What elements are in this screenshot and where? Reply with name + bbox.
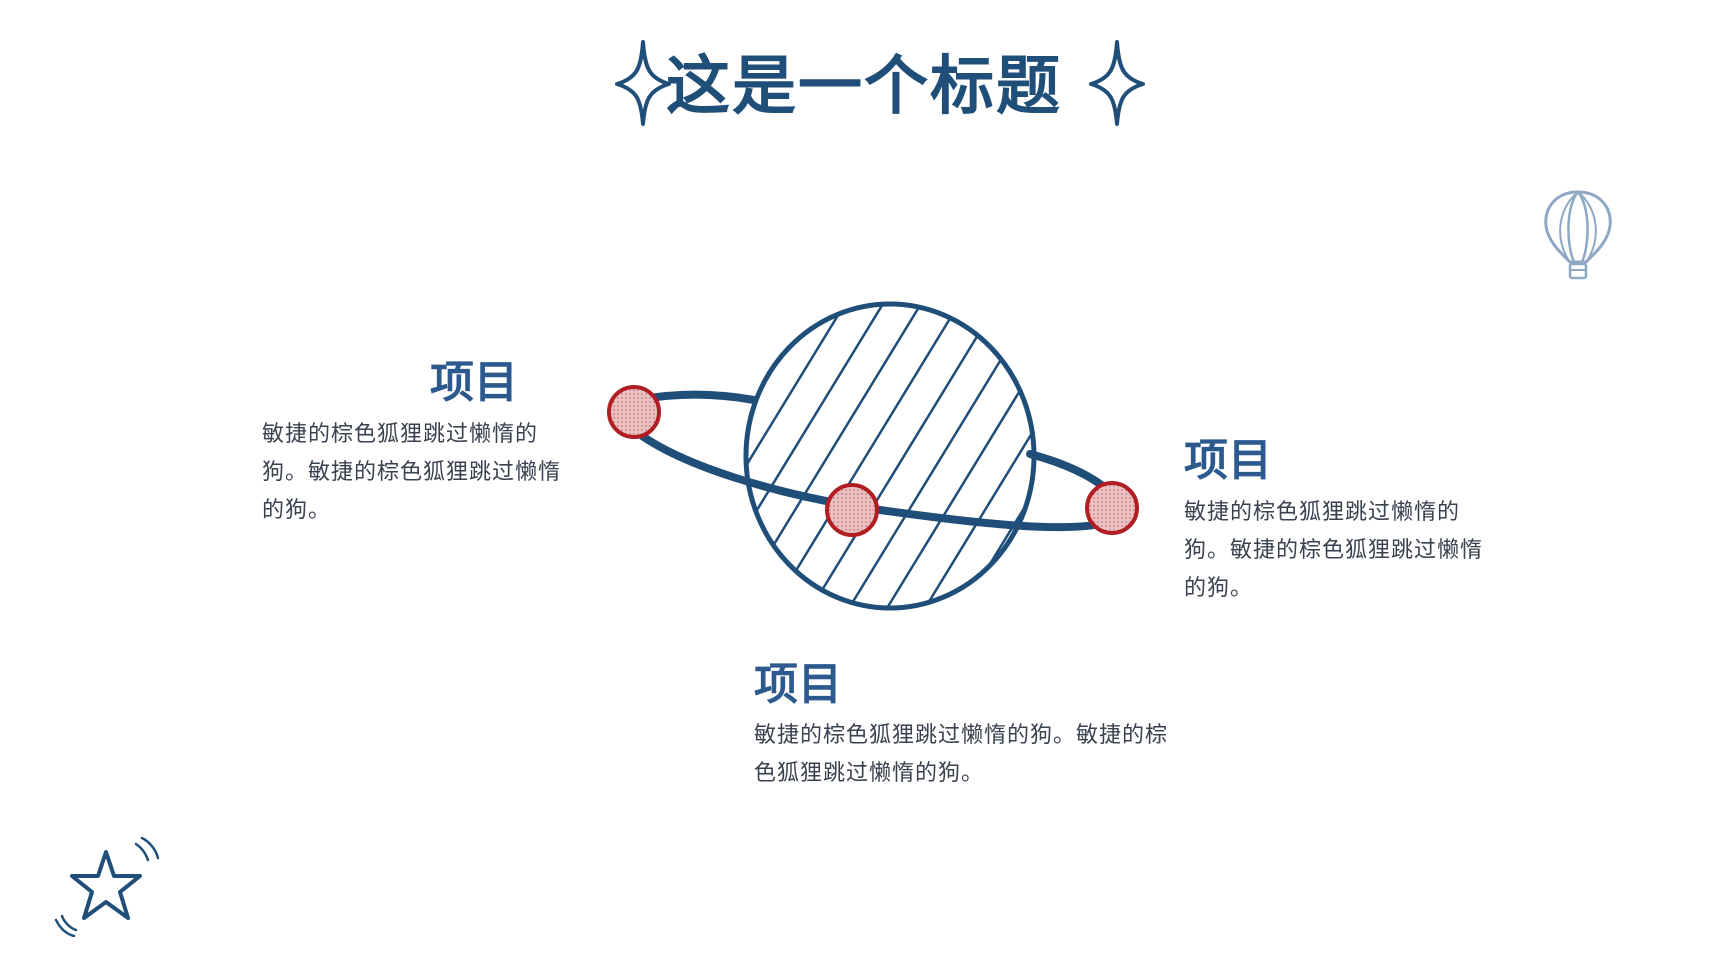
item-heading-right: 项目 bbox=[1184, 435, 1272, 486]
moon-right bbox=[1085, 481, 1139, 535]
star-icon bbox=[54, 836, 160, 937]
planet-illustration bbox=[607, 301, 1139, 611]
moon-left bbox=[607, 385, 661, 439]
page-title: 这是一个标题 bbox=[666, 50, 1062, 124]
planet-hatching bbox=[746, 304, 1034, 608]
item-heading-bottom: 项目 bbox=[754, 659, 842, 710]
sparkle-icon bbox=[1089, 40, 1145, 126]
item-body-right: 敏捷的棕色狐狸跳过懒惰的狗。敏捷的棕色狐狸跳过懒惰的狗。 bbox=[1184, 500, 1484, 601]
item-body-bottom: 敏捷的棕色狐狸跳过懒惰的狗。敏捷的棕色狐狸跳过懒惰的狗。 bbox=[754, 723, 1169, 786]
sparkle-icon bbox=[615, 40, 671, 126]
hot-air-balloon-icon bbox=[1544, 190, 1612, 280]
item-body-left: 敏捷的棕色狐狸跳过懒惰的狗。敏捷的棕色狐狸跳过懒惰的狗。 bbox=[262, 422, 562, 523]
item-heading-left: 项目 bbox=[430, 357, 518, 408]
moon-center bbox=[825, 483, 879, 537]
